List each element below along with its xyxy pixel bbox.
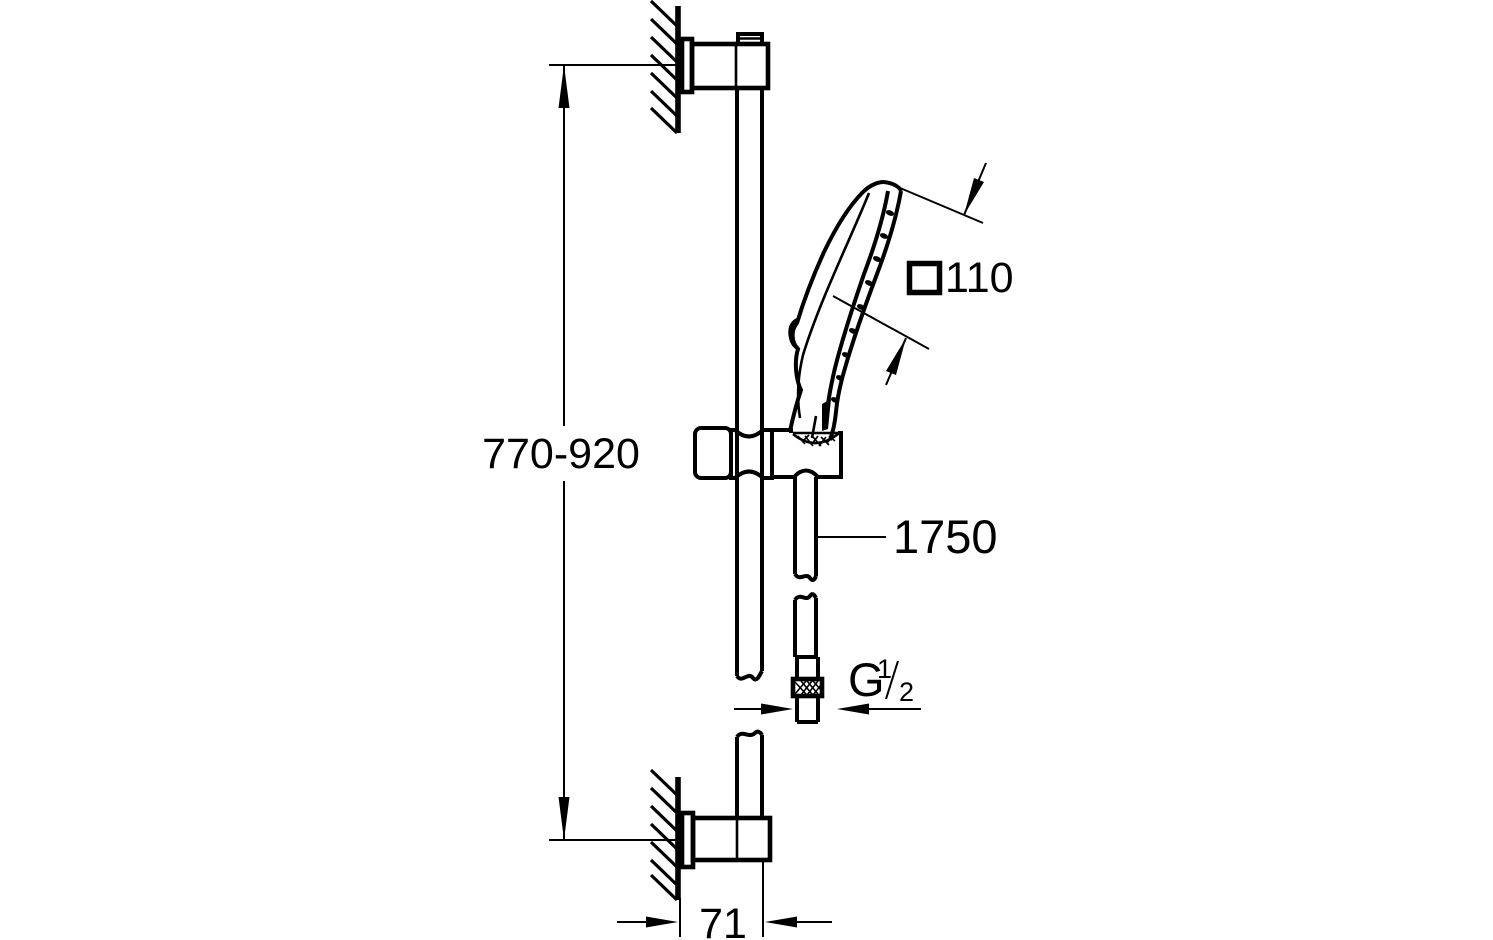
thread-label-denominator: 2: [899, 677, 914, 707]
arrow-right-icon: [646, 916, 678, 928]
arrow-down-icon: [558, 797, 570, 840]
hose-nut: [790, 676, 825, 699]
hose-thread-end: [795, 696, 820, 724]
holder-knob: [693, 426, 733, 480]
arrow-right-icon: [761, 703, 793, 715]
hose-length-label: 1750: [893, 510, 998, 563]
head-width-label: 110: [945, 254, 1014, 302]
arrow-diagonal-icon: [886, 338, 906, 375]
arrow-left-icon: [837, 703, 869, 715]
arrow-left-icon: [765, 916, 797, 928]
holder-glide-element: [693, 426, 843, 480]
spray-button: [788, 318, 799, 350]
slide-rail: [735, 88, 764, 818]
rail-span-label: 770-920: [482, 430, 640, 478]
thread-label-numerator: 1: [877, 654, 892, 684]
wall-hatch-top: [649, 0, 681, 135]
hand-shower: [788, 180, 903, 441]
shower-hose: [790, 476, 825, 724]
arrow-up-icon: [558, 65, 570, 108]
nozzle-dots: [830, 210, 895, 403]
top-mount-bracket: [679, 32, 771, 95]
arrow-diagonal-icon: [964, 178, 984, 215]
dimension-rail-span: 770-920: [482, 64, 677, 841]
dimension-thread: G 1 2: [734, 653, 921, 715]
thread-label-g: G: [848, 653, 885, 706]
face-end-shadow: [822, 399, 831, 431]
wall-hatch-bottom: [649, 768, 681, 902]
dimension-head-width: 110: [832, 162, 1014, 386]
bottom-mount-bracket: [679, 810, 773, 870]
square-symbol-icon: [906, 260, 943, 296]
dimension-hose-length: 1750: [816, 510, 998, 563]
cone-seat: [792, 431, 839, 447]
wall-offset-label: 71: [699, 900, 747, 940]
dimension-wall-offset: 71: [617, 862, 832, 940]
fraction-slash-icon: [885, 660, 899, 700]
